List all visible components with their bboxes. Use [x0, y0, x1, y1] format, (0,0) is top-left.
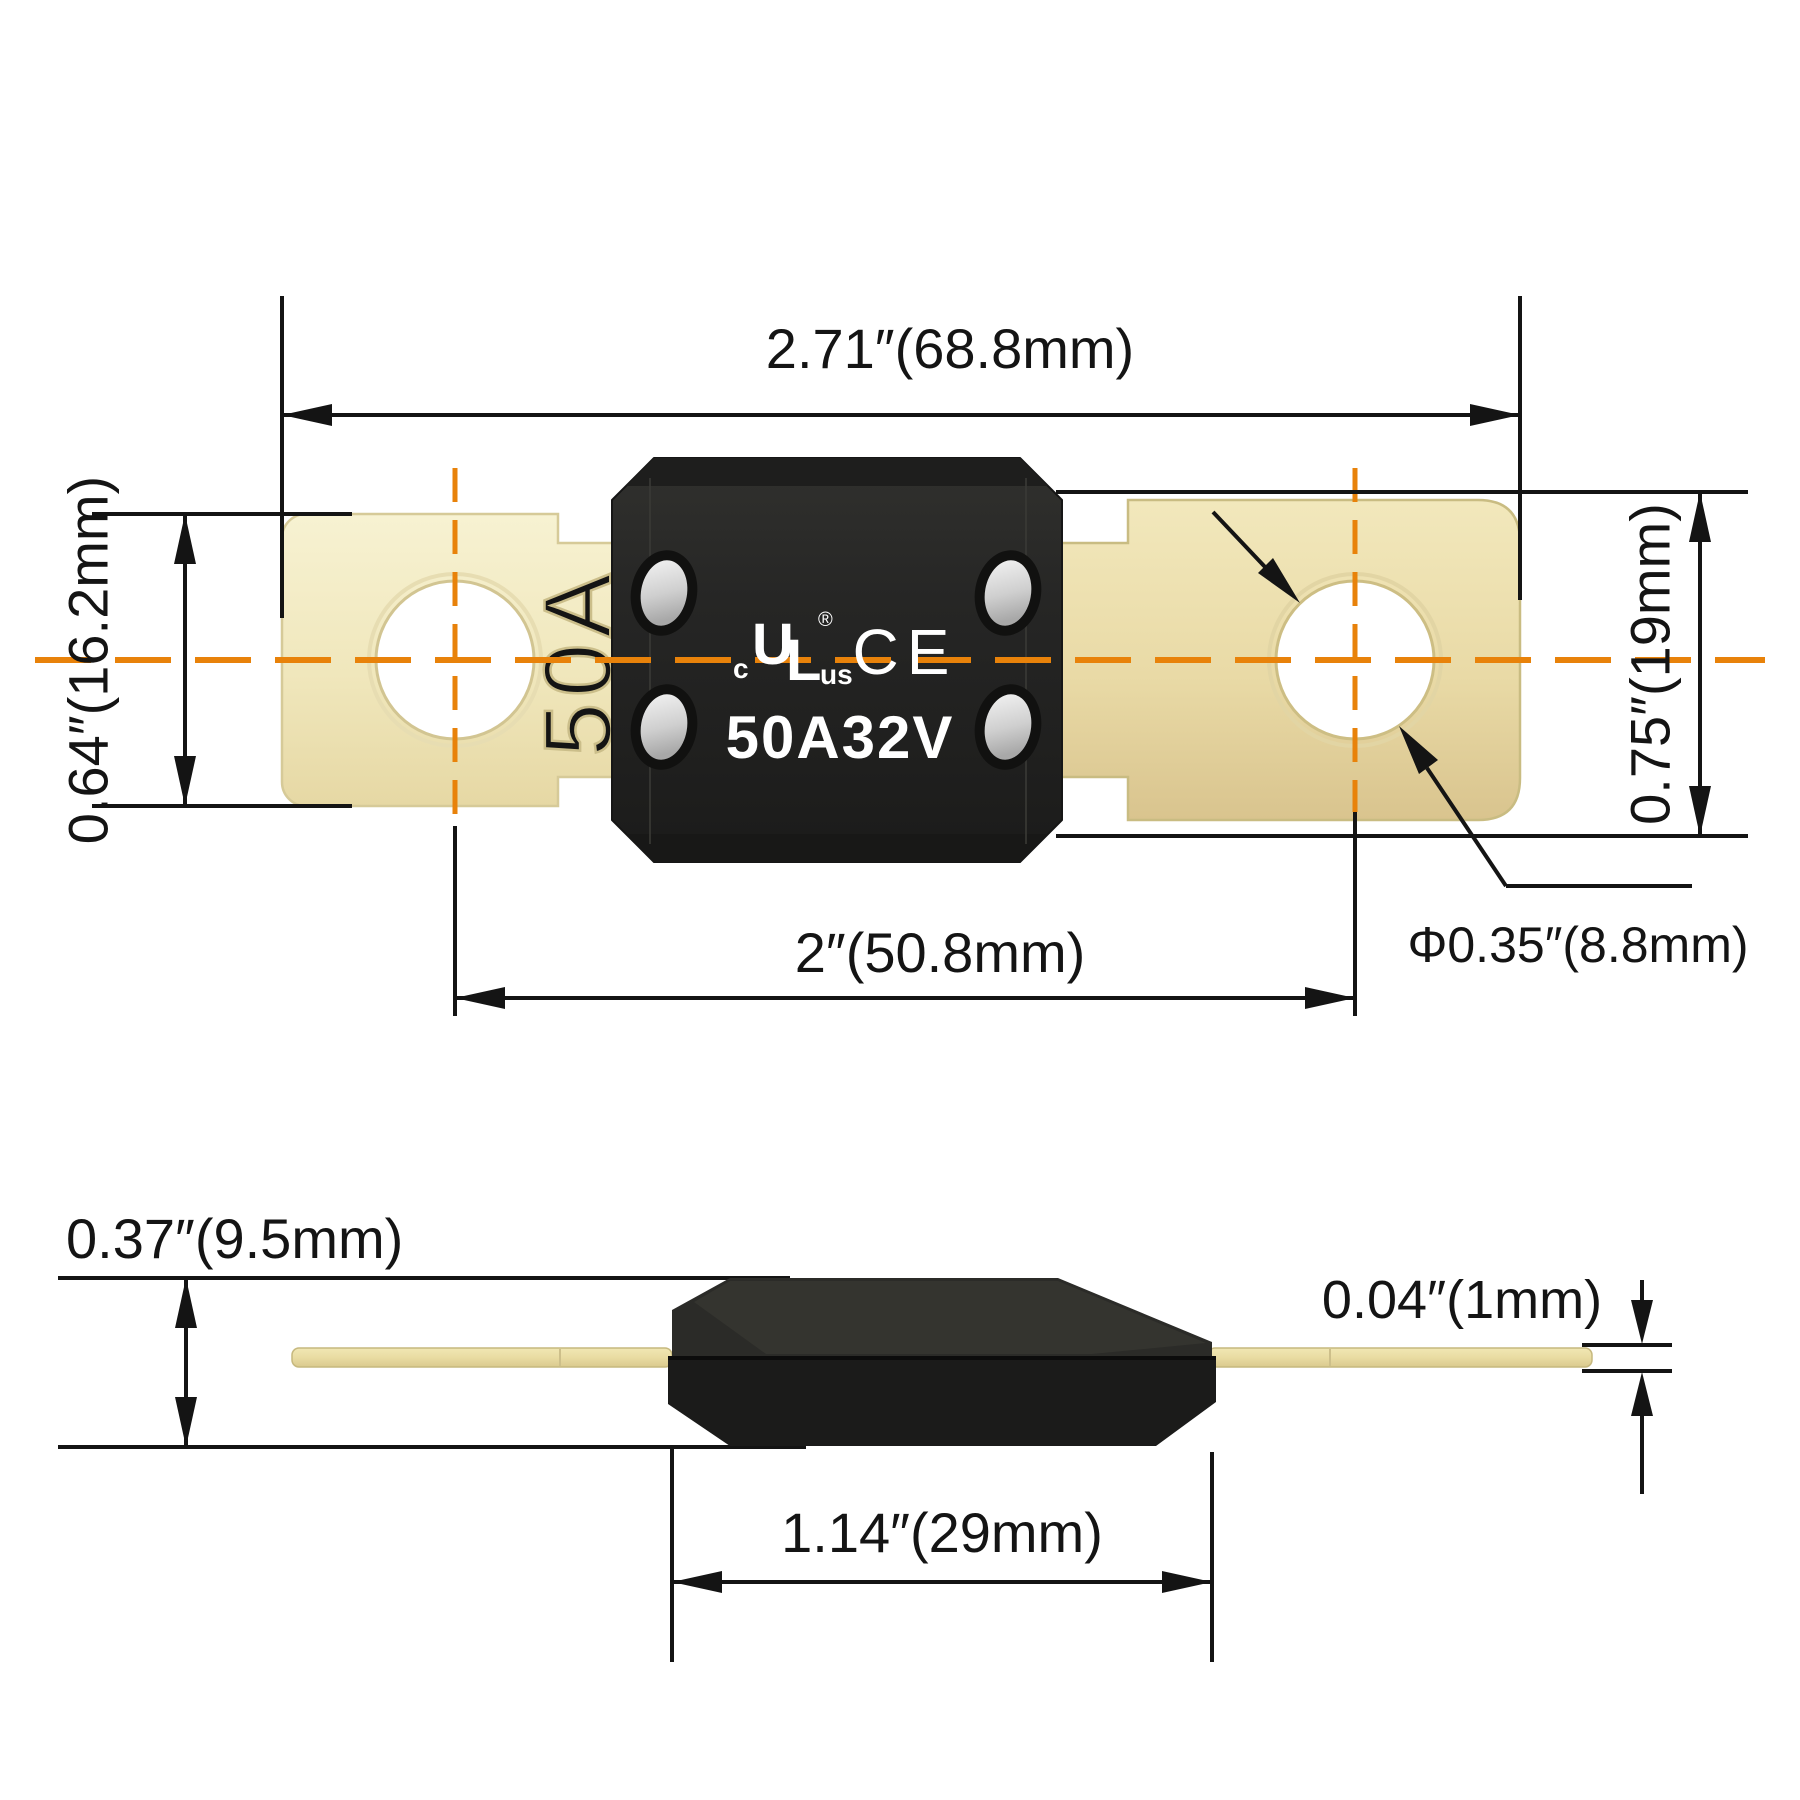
rivet-bottom-left [630, 684, 698, 770]
dim-overall-length-label: 2.71″(68.8mm) [766, 317, 1134, 380]
body-side-upper-facet [694, 1281, 1206, 1354]
dim-right-terminal-height-label: 0.75″(19mm) [1619, 503, 1682, 825]
rivet-cap [984, 694, 1032, 760]
arrowhead-left [672, 1571, 722, 1593]
rivet-top-right [974, 550, 1042, 636]
terminal-blade-right [1207, 1347, 1593, 1368]
dim-body-width: 1.14″(29mm) [670, 1447, 1214, 1662]
dim-hole-diameter: Φ0.35″(8.8mm) [1211, 510, 1749, 973]
ul-mark-c: c [733, 653, 749, 684]
rating-label: 50A32V [726, 704, 955, 771]
side-view: 0.37″(9.5mm) 1.14″(29mm) 0.04″(1mm) [58, 1207, 1672, 1662]
dim-left-terminal-height: 0.64″(16.2mm) [57, 476, 352, 844]
dim-blade-thickness-label: 0.04″(1mm) [1322, 1270, 1602, 1330]
body-markings: c U L us ® CE 50A32V [726, 609, 958, 771]
dim-body-width-label: 1.14″(29mm) [781, 1501, 1103, 1564]
dim-hole-spacing-label: 2″(50.8mm) [795, 921, 1086, 984]
arrowhead-down [1631, 1300, 1653, 1344]
ul-mark-registered: ® [818, 609, 833, 631]
arrowhead-to-hole-upper [1258, 558, 1300, 603]
dim-body-height: 0.37″(9.5mm) [66, 1207, 403, 1447]
fuse-body-side-view [668, 1278, 1216, 1446]
arrowhead-left [282, 404, 332, 426]
dim-blade-thickness: 0.04″(1mm) [1322, 1270, 1672, 1494]
rivet-cap [640, 560, 688, 626]
arrowhead-down [175, 1397, 197, 1447]
arrowhead-right [1470, 404, 1520, 426]
arrowhead-right [1305, 987, 1355, 1009]
rivet-cap [984, 560, 1032, 626]
fuse-body-top-facet [626, 458, 1048, 486]
rivet-cap [640, 694, 688, 760]
dim-body-height-label: 0.37″(9.5mm) [66, 1207, 403, 1270]
arrowhead-up [1631, 1372, 1653, 1416]
terminal-blade-left [291, 1347, 673, 1368]
blade-right [1207, 1347, 1593, 1368]
top-view: 50A [35, 296, 1765, 1016]
arrowhead-right [1162, 1571, 1212, 1593]
arrowhead-to-hole-lower [1399, 726, 1438, 774]
dim-hole-diameter-label: Φ0.35″(8.8mm) [1407, 917, 1748, 973]
arrowhead-down [174, 756, 196, 806]
fuse-body-bottom-facet [626, 834, 1048, 862]
leader-tail-upper [1211, 510, 1268, 570]
ul-mark-l: L [786, 628, 821, 693]
dim-right-terminal-height: 0.75″(19mm) [1056, 490, 1748, 838]
dim-hole-spacing: 2″(50.8mm) [453, 812, 1357, 1016]
arrowhead-up [174, 514, 196, 564]
ul-mark-u: U [752, 612, 794, 677]
leader-lower [1425, 766, 1508, 888]
ul-mark-us: us [820, 659, 853, 690]
arrowhead-up [175, 1278, 197, 1328]
arrowhead-left [455, 987, 505, 1009]
dim-left-terminal-height-label: 0.64″(16.2mm) [57, 476, 120, 844]
body-side-lower [668, 1358, 1216, 1446]
rivet-top-left [630, 550, 698, 636]
ce-mark: CE [853, 616, 958, 688]
arrowhead-up [1689, 492, 1711, 542]
arrowhead-down [1689, 786, 1711, 836]
rivet-bottom-right [974, 684, 1042, 770]
dim-overall-length: 2.71″(68.8mm) [280, 296, 1522, 618]
blade-left [291, 1347, 673, 1368]
